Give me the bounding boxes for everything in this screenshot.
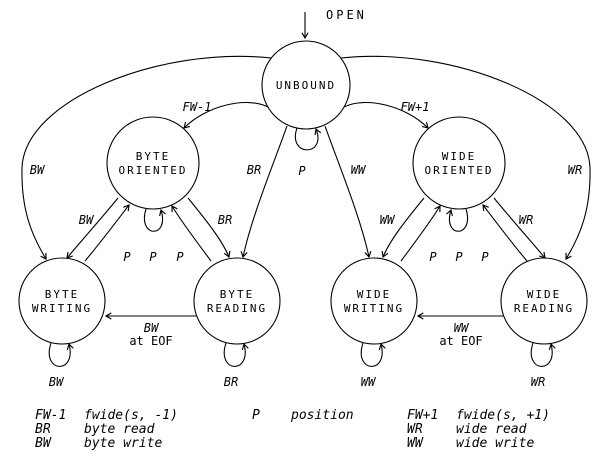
edge-unbound-to-byte-reading <box>240 125 288 259</box>
label-unbound-self-p: P <box>298 164 306 178</box>
legend-desc-fw-minus-1: fwide(s, -1) <box>84 408 178 423</box>
legend-desc-wr: wide read <box>456 422 527 437</box>
label-fwide-minus-1: FW-1 <box>183 100 212 114</box>
legend-desc-ww: wide write <box>456 436 534 451</box>
legend-key-bw: BW <box>35 436 52 451</box>
label-wide-eof-line2: at EOF <box>439 334 482 348</box>
edge-unbound-to-byte-writing <box>21 55 272 260</box>
label-fwide-plus-1: FW+1 <box>401 100 430 114</box>
node-wide-writing-line2: WRITING <box>344 302 404 315</box>
legend: FW-1 fwide(s, -1) BR byte read BW byte w… <box>35 408 550 451</box>
label-wide-eof-line1: WW <box>454 321 470 335</box>
label-byte-writing-position: P <box>123 250 131 264</box>
edge-byte-writing-to-byte-oriented <box>84 204 130 262</box>
label-unbound-byte-read: BR <box>247 163 261 177</box>
node-wide-writing: WIDE WRITING <box>330 257 418 345</box>
node-wide-oriented-line2: ORIENTED <box>425 164 494 177</box>
label-byte-reading-position: P <box>176 250 184 264</box>
label-wide-oriented-self-position: P <box>455 250 463 264</box>
edge-wide-oriented-self-loop <box>446 208 469 232</box>
edge-unbound-to-wide-writing <box>324 125 372 259</box>
edge-unbound-to-wide-reading <box>340 55 591 260</box>
node-wide-reading-circle <box>500 257 588 345</box>
node-wide-reading: WIDE READING <box>500 257 588 345</box>
open-label: OPEN <box>326 8 367 22</box>
node-wide-oriented-circle <box>412 116 506 210</box>
node-byte-writing-line2: WRITING <box>32 302 92 315</box>
edge-wide-writing-to-wide-oriented <box>400 205 441 262</box>
edge-wide-reading-to-wide-oriented <box>482 204 528 262</box>
label-wide-reading-position: P <box>481 250 489 264</box>
node-unbound: UNBOUND <box>261 40 351 130</box>
label-byte-oriented-self-position: P <box>149 250 157 264</box>
node-byte-oriented-line2: ORIENTED <box>119 164 188 177</box>
node-byte-reading-line1: BYTE <box>220 288 255 301</box>
node-wide-writing-circle <box>330 257 418 345</box>
node-wide-oriented: WIDE ORIENTED <box>412 116 506 210</box>
label-byte-oriented-byte-write: BW <box>79 213 95 227</box>
edge-byte-oriented-to-byte-writing <box>66 197 119 259</box>
label-unbound-wide-read: WR <box>568 163 582 177</box>
edge-byte-oriented-self-loop <box>143 208 166 232</box>
label-byte-oriented-byte-read: BR <box>218 213 232 227</box>
legend-desc-fw-plus-1: fwide(s, +1) <box>456 408 550 423</box>
edge-byte-reading-to-byte-oriented <box>171 205 212 262</box>
label-wide-writing-position: P <box>429 250 437 264</box>
label-byte-reading-self: BR <box>224 375 238 389</box>
nodes: UNBOUND BYTE ORIENTED WIDE ORIENTED BYTE… <box>18 40 588 345</box>
label-byte-eof-line1: BW <box>144 321 160 335</box>
edges <box>21 12 591 367</box>
node-byte-reading-circle <box>193 257 281 345</box>
label-byte-eof-line2: at EOF <box>129 334 172 348</box>
legend-key-fw-minus-1: FW-1 <box>35 408 66 423</box>
node-wide-reading-line2: READING <box>514 302 574 315</box>
edge-byte-reading-self-loop <box>223 342 249 367</box>
node-wide-oriented-line1: WIDE <box>442 150 477 163</box>
edge-wide-writing-self-loop <box>360 342 386 367</box>
label-wide-oriented-wide-write: WW <box>380 213 396 227</box>
edge-wide-reading-self-loop <box>530 342 556 367</box>
label-wide-reading-self: WR <box>531 375 545 389</box>
legend-desc-br: byte read <box>84 422 155 437</box>
legend-desc-bw: byte write <box>84 436 162 451</box>
label-byte-writing-self: BW <box>49 375 65 389</box>
legend-key-fw-plus-1: FW+1 <box>407 408 438 423</box>
legend-key-p: P <box>252 408 260 423</box>
edge-byte-oriented-to-byte-reading <box>187 197 231 259</box>
node-unbound-label: UNBOUND <box>276 79 336 92</box>
legend-desc-p: position <box>290 408 354 423</box>
node-unbound-circle <box>261 40 351 130</box>
node-wide-writing-line1: WIDE <box>357 288 392 301</box>
node-byte-reading-line2: READING <box>207 302 267 315</box>
node-byte-oriented: BYTE ORIENTED <box>106 116 200 210</box>
legend-key-ww: WW <box>407 436 424 451</box>
edge-labels: OPEN FW-1 FW+1 P BW BR WW WR BW BR WW WR… <box>30 8 582 389</box>
node-byte-oriented-circle <box>106 116 200 210</box>
node-wide-reading-line1: WIDE <box>527 288 562 301</box>
legend-key-br: BR <box>35 422 51 437</box>
label-unbound-byte-write: BW <box>30 163 46 177</box>
label-wide-oriented-wide-read: WR <box>519 213 533 227</box>
node-byte-writing-line1: BYTE <box>45 288 80 301</box>
node-byte-writing: BYTE WRITING <box>18 257 106 345</box>
edge-unbound-self-loop <box>294 127 322 151</box>
label-wide-writing-self: WW <box>361 375 377 389</box>
node-byte-writing-circle <box>18 257 106 345</box>
legend-key-wr: WR <box>407 422 423 437</box>
node-byte-oriented-line1: BYTE <box>136 150 171 163</box>
label-unbound-wide-write: WW <box>351 163 367 177</box>
edge-byte-writing-self-loop <box>48 342 74 367</box>
edge-wide-oriented-to-wide-writing <box>381 197 425 259</box>
edge-unbound-to-byte-oriented <box>183 101 269 129</box>
edge-wide-oriented-to-wide-reading <box>493 197 546 259</box>
edge-unbound-to-wide-oriented <box>343 101 429 129</box>
node-byte-reading: BYTE READING <box>193 257 281 345</box>
